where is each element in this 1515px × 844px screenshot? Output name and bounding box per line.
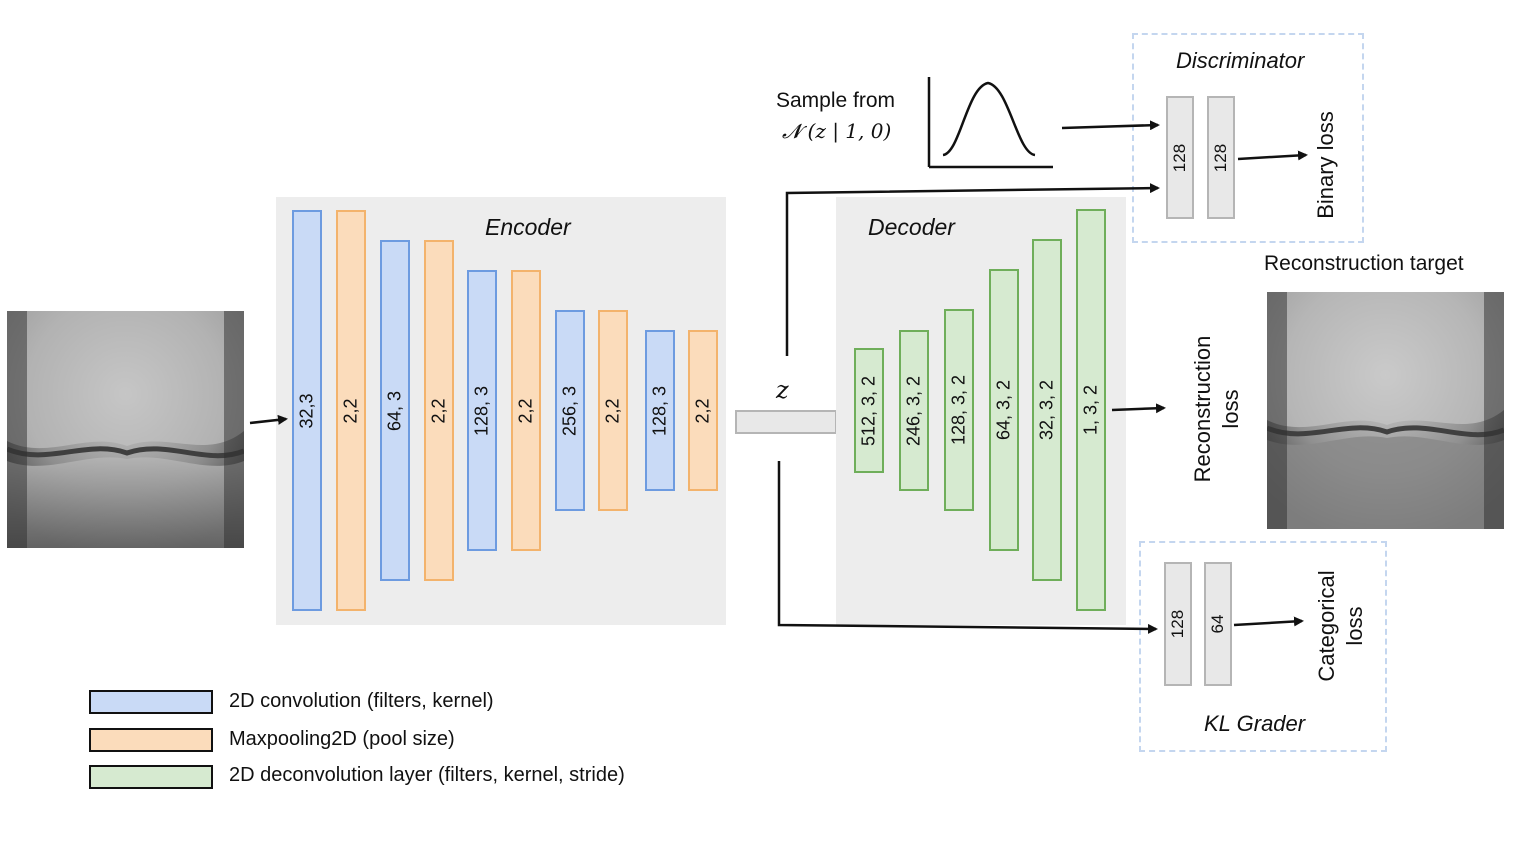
reconstruction-target-label: Reconstruction target	[1264, 252, 1464, 275]
decoder-layer-6: 1, 3, 2	[1076, 209, 1106, 611]
sampler-text-line2: 𝓝 (z | 1, 0)	[782, 119, 892, 143]
kl-grader-box	[1139, 541, 1387, 752]
legend-label-pool: Maxpooling2D (pool size)	[229, 728, 455, 750]
encoder-layer-3: 64, 3	[380, 240, 410, 581]
legend-swatch-deconv	[89, 765, 213, 789]
decoder-title: Decoder	[868, 214, 955, 240]
decoder-layer-2: 246, 3, 2	[899, 330, 929, 491]
decoder-to-reconstruction-loss-arrow	[1111, 403, 1166, 414]
discriminator-title: Discriminator	[1176, 48, 1305, 73]
decoder-layer-5: 32, 3, 2	[1032, 239, 1062, 581]
encoder-layer-10: 2,2	[688, 330, 718, 491]
legend-swatch-conv	[89, 690, 213, 714]
legend-label-deconv: 2D deconvolution layer (filters, kernel,…	[229, 764, 625, 786]
encoder-title: Encoder	[485, 214, 571, 240]
encoder-layer-9: 128, 3	[645, 330, 675, 491]
decoder-layer-3: 128, 3, 2	[944, 309, 974, 511]
kl-grader-to-loss-arrow	[1233, 616, 1304, 627]
discriminator-layer-2: 128	[1207, 96, 1235, 219]
encoder-layer-2: 2,2	[336, 210, 366, 611]
decoder-layer-4: 64, 3, 2	[989, 269, 1019, 551]
latent-to-discriminator-arrow	[785, 183, 1160, 356]
discriminator-layer-1: 128	[1166, 96, 1194, 219]
kl-grader-layer-2: 64	[1204, 562, 1232, 686]
target-xray-graphic	[1267, 292, 1504, 529]
encoder-layer-8: 2,2	[598, 310, 628, 511]
encoder-layer-5: 128, 3	[467, 270, 497, 551]
kl-grader-layer-1: 128	[1164, 562, 1192, 686]
encoder-layer-7: 256, 3	[555, 310, 585, 511]
sampler-text-line1: Sample from	[776, 89, 896, 112]
input-arrow	[249, 414, 288, 425]
legend-swatch-pool	[89, 728, 213, 752]
latent-to-kl-grader-arrow	[777, 461, 1158, 634]
legend-label-conv: 2D convolution (filters, kernel)	[229, 690, 494, 712]
normal-distribution-plot	[927, 77, 1053, 169]
kl-grader-title: KL Grader	[1204, 711, 1306, 736]
input-xray-graphic	[7, 311, 244, 548]
input-knee-xray	[7, 311, 244, 548]
decoder-layer-1: 512, 3, 2	[854, 348, 884, 473]
encoder-layer-1: 32,3	[292, 210, 322, 611]
encoder-layer-4: 2,2	[424, 240, 454, 581]
reconstruction-target-xray	[1267, 292, 1504, 529]
discriminator-to-loss-arrow	[1237, 150, 1308, 161]
latent-vector	[735, 410, 837, 434]
encoder-layer-6: 2,2	[511, 270, 541, 551]
latent-symbol: z	[776, 376, 789, 404]
sample-to-discriminator-arrow	[1061, 120, 1160, 131]
discriminator-box	[1132, 33, 1364, 243]
